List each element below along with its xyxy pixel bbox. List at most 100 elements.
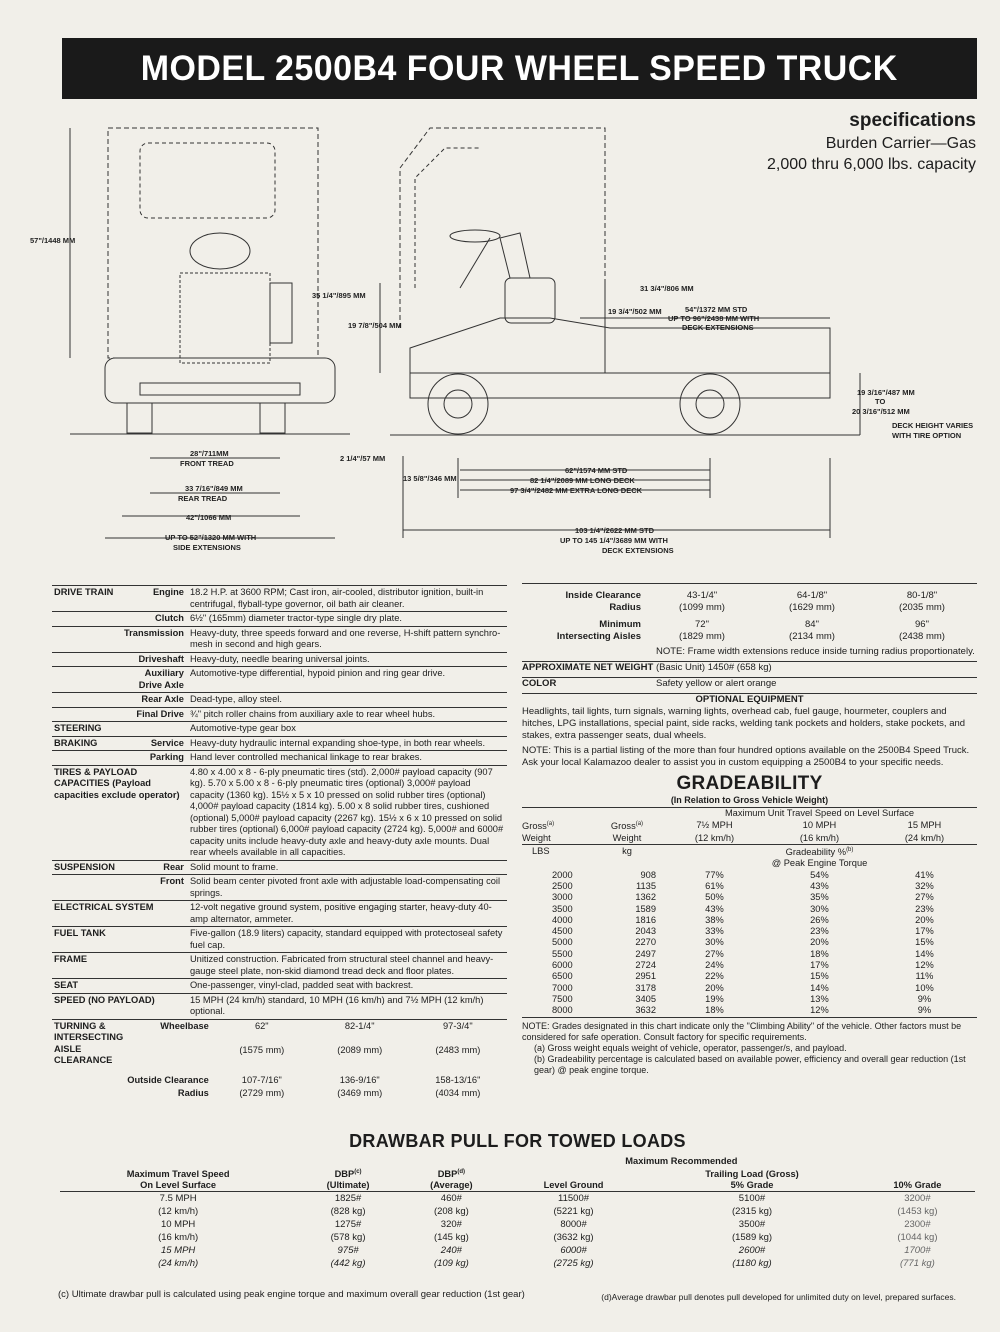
dim-ground: 2 1/4"/57 MM xyxy=(340,454,385,463)
grad-weight-1: Weight xyxy=(522,832,551,843)
grad-cell: 1135 xyxy=(636,880,656,891)
grad-cell: 20% xyxy=(810,937,829,948)
grad-cell: 61% xyxy=(705,880,724,891)
val-steering: Automotive-type gear box xyxy=(187,721,507,736)
wb-1: 62" xyxy=(254,1020,269,1031)
grad-cell: 15% xyxy=(810,971,829,982)
db-cell: (1044 kg) xyxy=(897,1232,938,1244)
dim-deck-to: TO xyxy=(875,397,885,406)
db-cell: 11500# xyxy=(558,1193,590,1205)
grad-cell: 22% xyxy=(705,971,724,982)
specs-left-column: DRIVE TRAIN Engine 18.2 H.P. at 3600 RPM… xyxy=(52,585,507,1101)
grad-s2: 10 MPH xyxy=(802,820,837,831)
oc-1: 107-7/16" xyxy=(241,1074,282,1085)
db-row: (24 km/h)(442 kg)(109 kg)(2725 kg)(1180 … xyxy=(60,1257,975,1270)
db-cell: 10 MPH xyxy=(160,1219,196,1231)
dim-width-ext2: SIDE EXTENSIONS xyxy=(173,543,241,552)
color-row: COLOR Safety yellow or alert orange xyxy=(522,678,977,690)
gradeability-table: Maximum Unit Travel Speed on Level Surfa… xyxy=(522,808,977,1017)
db-cell: 8000# xyxy=(560,1219,587,1231)
ic-mm-3: (2035 mm) xyxy=(899,602,945,613)
val-final-drive: ¾" pitch roller chains from auxiliary ax… xyxy=(187,706,507,722)
aisle-label: Intersecting Aisles xyxy=(556,631,641,642)
grad-s2k: (16 km/h) xyxy=(799,832,840,843)
db-cell: 1825# xyxy=(334,1193,362,1205)
grad-cell: 6000 xyxy=(552,960,573,971)
weight-label: APPROXIMATE NET WEIGHT xyxy=(522,662,654,673)
grad-gross-1: Gross xyxy=(522,821,547,832)
db-cell: 320# xyxy=(440,1219,462,1231)
cat-steering: STEERING xyxy=(52,721,122,736)
db-row: (12 km/h)(828 kg)(208 kg)(5221 kg)(2315 … xyxy=(60,1205,975,1218)
grad-cell: 30% xyxy=(705,937,724,948)
grad-cell: 18% xyxy=(810,948,829,959)
specs-line1: Burden Carrier—Gas xyxy=(825,135,976,152)
cat-drive-train: DRIVE TRAIN xyxy=(52,585,122,612)
grad-cell: 2000 xyxy=(552,869,573,880)
val-fuel: Five-gallon (18.9 liters) capacity, stan… xyxy=(187,926,507,953)
sub-clutch: Clutch xyxy=(122,611,188,626)
grad-cell: 3000 xyxy=(552,892,573,903)
val-susp-rear: Solid mount to frame. xyxy=(187,859,507,875)
dim-deck-h1: 19 3/16"/487 MM xyxy=(857,388,915,397)
db-cell: (145 kg) xyxy=(433,1232,469,1244)
radius-label: Radius xyxy=(609,602,641,613)
db-cell: (2315 kg) xyxy=(731,1206,773,1218)
grad-cell: 8000 xyxy=(552,1005,573,1016)
grad-cell: 77% xyxy=(705,869,724,880)
grad-cell: 2043 xyxy=(635,926,656,937)
grad-cell: 20% xyxy=(915,914,934,925)
grad-s1: 7½ MPH xyxy=(696,820,733,831)
dim-seat-back: 35 1/4"/895 MM xyxy=(312,291,366,300)
dim-steer: 31 3/4"/806 MM xyxy=(640,284,694,293)
dim-deck-note2: WITH TIRE OPTION xyxy=(892,431,961,440)
optional-list: Headlights, tail lights, turn signals, w… xyxy=(522,706,966,741)
dim-width: 42"/1066 MM xyxy=(186,513,231,522)
turning-table: TURNING & INTERSECTING AISLE CLEARANCE W… xyxy=(52,1018,507,1101)
grad-weight-2: Weight xyxy=(612,832,642,843)
mi-mm-3: (2438 mm) xyxy=(899,631,945,642)
grad-cell: 32% xyxy=(915,880,934,891)
db-cell: (1453 kg) xyxy=(897,1206,938,1218)
db-cell: 7.5 MPH xyxy=(159,1193,197,1205)
dim-front-tread-l: FRONT TREAD xyxy=(180,459,234,468)
grad-cell: 3405 xyxy=(635,993,656,1004)
grad-cell: 6500 xyxy=(552,971,573,982)
cat-electrical: ELECTRICAL SYSTEM xyxy=(52,900,188,927)
db-cell: (109 kg) xyxy=(433,1258,469,1270)
oc-2: 136-9/16" xyxy=(339,1074,380,1085)
wb-mm-1: (1575 mm) xyxy=(239,1044,285,1055)
sub-driveshaft: Driveshaft xyxy=(122,651,188,667)
sub-rear-axle: Rear Axle xyxy=(122,692,188,707)
ic-1: 43-1/4" xyxy=(686,590,718,601)
sub-outside: Outside Clearance xyxy=(127,1074,209,1085)
specs-right-column: Inside Clearance 43-1/4" 64-1/8" 80-1/8"… xyxy=(522,583,977,1076)
grad-kg: kg xyxy=(592,843,662,859)
db-cell: 5100# xyxy=(738,1193,766,1205)
dim-wb2: 82 1/4"/2089 MM LONG DECK xyxy=(530,476,635,485)
db-h-10: 10% Grade xyxy=(859,1180,975,1193)
sub-engine: Engine xyxy=(122,585,188,612)
dim-wb3: 97 3/4"/2482 MM EXTRA LONG DECK xyxy=(510,486,643,495)
val-susp-front: Solid beam center pivoted front axle wit… xyxy=(187,874,507,901)
dim-front-tread-v: 28"/711MM xyxy=(190,449,229,458)
db-cell: (24 km/h) xyxy=(158,1258,199,1270)
dim-h-overall: 57"/1448 MM xyxy=(30,236,75,245)
sub-parking: Parking xyxy=(122,750,188,765)
sub-trans: Transmission xyxy=(122,625,188,652)
title-bar: MODEL 2500B4 FOUR WHEEL SPEED TRUCK xyxy=(62,38,977,99)
dim-deck-ext2: DECK EXTENSIONS xyxy=(682,323,754,332)
val-parking: Hand lever controlled mechanical linkage… xyxy=(187,750,507,765)
val-frame: Unitized construction. Fabricated from s… xyxy=(187,952,507,979)
grad-cell: 17% xyxy=(915,926,934,937)
val-electrical: 12-volt negative ground system, positive… xyxy=(187,900,507,927)
grad-cell: 33% xyxy=(705,926,724,937)
db-cell: (442 kg) xyxy=(330,1258,366,1270)
dim-wb1: 62"/1574 MM STD xyxy=(565,466,628,475)
